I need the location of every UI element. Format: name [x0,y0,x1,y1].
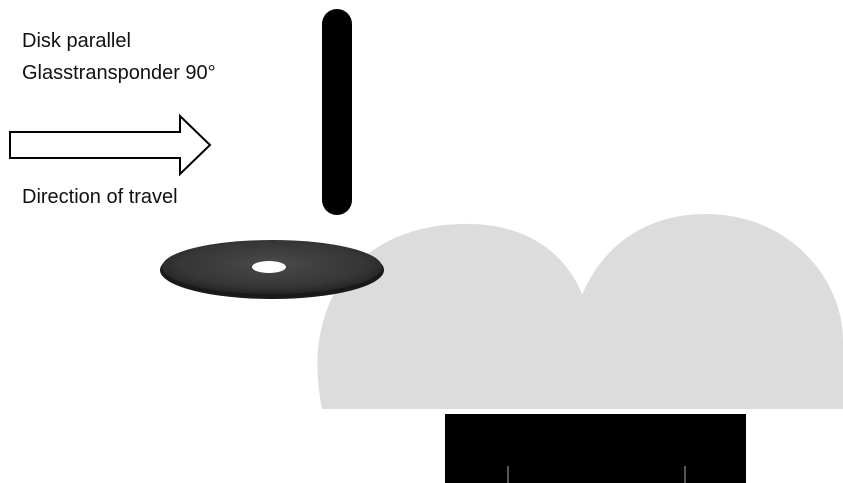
right-arrow-outline-icon [9,113,212,177]
glass-transponder-label: Glasstransponder 90° [22,62,216,84]
antenna-housing [317,214,843,409]
antenna-dome-left [317,223,584,409]
disk-parallel-label: Disk parallel [22,30,131,52]
disk-transponder-icon [160,240,384,299]
reader-base-mark-left [507,466,509,483]
reader-base-mark-right [684,466,686,483]
glass-transponder-rod-icon [322,9,352,215]
antenna-dome-right [580,214,843,409]
disk-center-hole [252,261,286,273]
direction-of-travel-label: Direction of travel [22,186,178,208]
reader-base [445,414,746,483]
